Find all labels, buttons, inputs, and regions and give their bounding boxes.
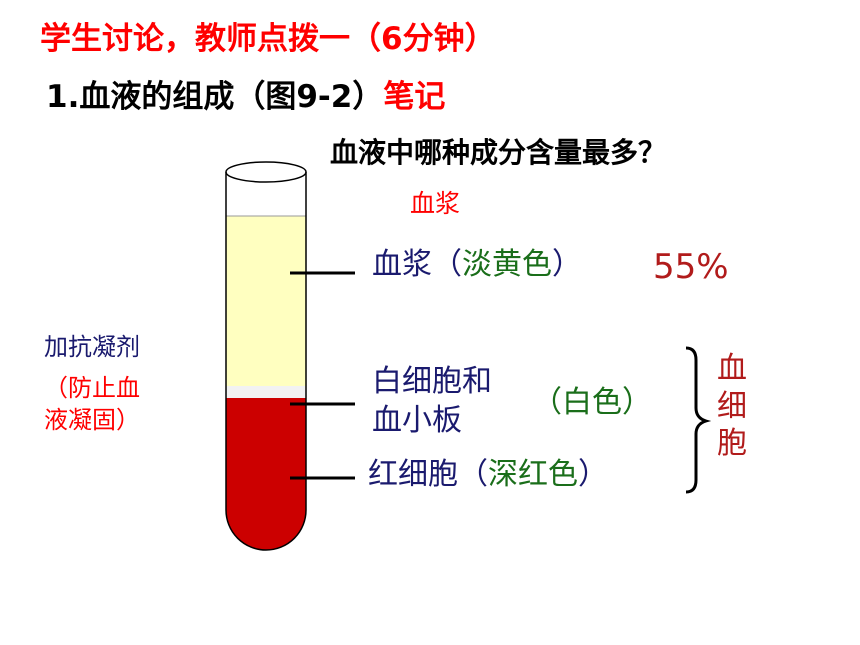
tube-rim <box>225 161 307 183</box>
white-color: （白色） <box>532 385 652 420</box>
plasma-close-paren: ） <box>552 247 582 282</box>
plasma-open-paren: （ <box>432 247 462 282</box>
heading: 学生讨论，教师点拨一（6分钟） <box>40 21 496 57</box>
rbc-label: 红细胞（深红色） <box>368 457 608 493</box>
anticoagulant-label: 加抗凝剂 <box>44 333 140 361</box>
question-text: 血液中哪种成分含量最多？ <box>330 136 667 169</box>
answer-text: 血浆 <box>410 189 461 218</box>
plasma-name: 血浆 <box>372 247 432 282</box>
anticoagulant-note: （防止血 液凝固） <box>44 372 140 437</box>
plasma-color: 淡黄色 <box>462 247 552 282</box>
section-title: 1.血液的组成（图9-2）笔记 <box>46 79 446 116</box>
plasma-layer <box>226 216 306 386</box>
rbc-close-paren: ） <box>578 457 608 492</box>
anticoagulant-note-line: 液凝固） <box>44 406 140 435</box>
plasma-percent: 55% <box>653 247 729 287</box>
blood-cells-char: 胞 <box>717 426 747 461</box>
section-prefix: 1.血液的组成（图9-2） <box>46 79 384 115</box>
blood-cells-char: 血 <box>717 351 747 386</box>
rbc-name: 红细胞 <box>368 457 458 492</box>
blood-cells-brace <box>685 346 712 494</box>
platelets-line: 血小板 <box>372 403 462 438</box>
tube-outline <box>225 172 307 551</box>
wbc-line: 白细胞和 <box>372 364 492 399</box>
anticoagulant-note-line: （防止血 <box>44 374 140 402</box>
rbc-open-paren: （ <box>458 457 488 492</box>
rbc-color: 深红色 <box>488 457 578 492</box>
plasma-label: 血浆（淡黄色） <box>372 247 582 283</box>
note-label: 笔记 <box>383 79 446 115</box>
buffy-coat-layer <box>226 386 306 398</box>
red-blood-cell-layer <box>226 398 306 550</box>
blood-cells-char: 细 <box>717 388 747 424</box>
wbc-platelets-label: 白细胞和 血小板 <box>372 362 492 440</box>
blood-cells-label: 血 细 胞 <box>717 350 747 463</box>
